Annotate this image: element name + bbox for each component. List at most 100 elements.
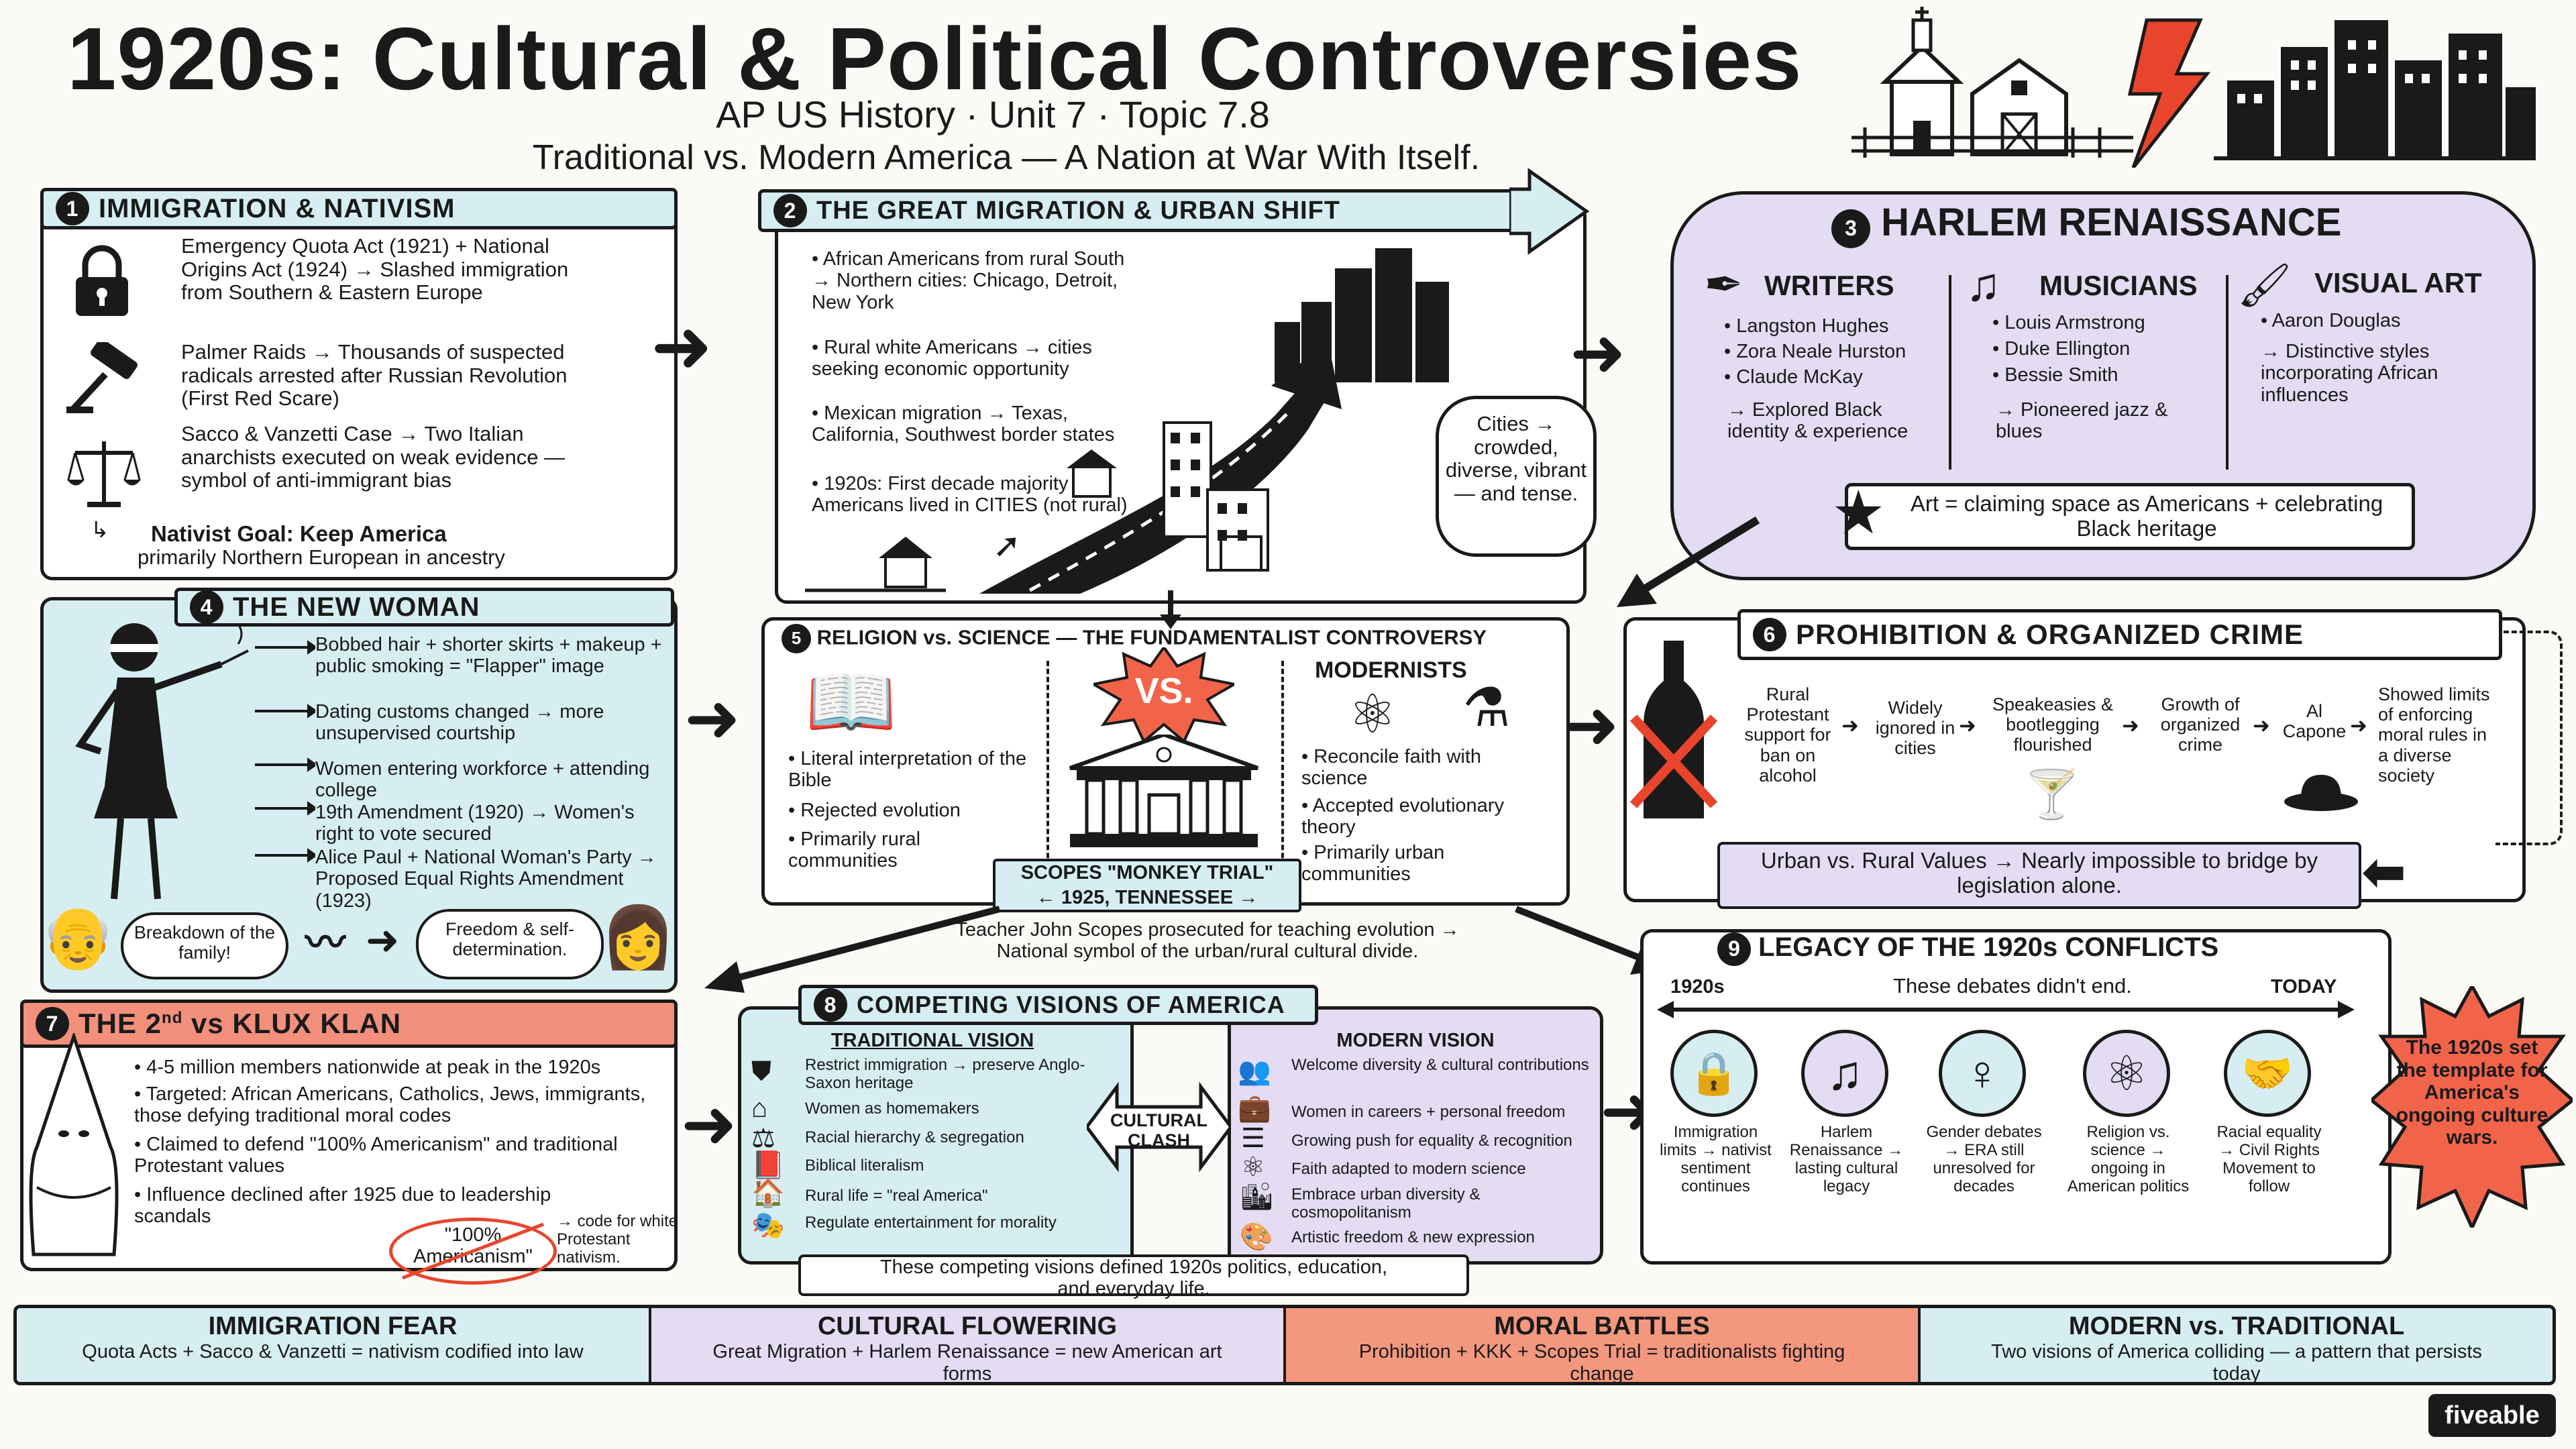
modernist-bullet-3: Primarily urban communities xyxy=(1301,842,1543,885)
segregation-icon: ⚖ xyxy=(751,1124,775,1153)
writer-2: Zora Neale Hurston xyxy=(1724,341,1979,362)
modernist-bullet-1: Reconcile faith with science xyxy=(1301,746,1543,790)
scopes-trial-line-1: SCOPES "MONKEY TRIAL" xyxy=(1020,862,1274,883)
fiveable-logo[interactable]: fiveable xyxy=(2428,1394,2556,1437)
equals-icon: ☰ xyxy=(1241,1124,1265,1153)
urban-rural-banner-text: Urban vs. Rural Values → Nearly impossib… xyxy=(1760,848,2318,898)
timeline-start-label: 1920s xyxy=(1670,976,1725,998)
courthouse-icon xyxy=(1069,735,1259,847)
old-man-face-icon: 👴 xyxy=(40,904,116,971)
legacy-item-4: Religion vs. science → ongoing in Americ… xyxy=(2067,1123,2190,1195)
takeaway-title: MORAL BATTLES xyxy=(1494,1312,1710,1340)
new-woman-item-4: 19th Amendment (1920) → Women's right to… xyxy=(315,802,635,845)
competing-visions-footer-text: These competing visions defined 1920s po… xyxy=(879,1256,1388,1300)
vs-burst xyxy=(1093,647,1234,741)
music-note-icon: ♫ xyxy=(1801,1030,1888,1117)
page-subtitle: AP US History · Unit 7 · Topic 7.8 xyxy=(716,93,1270,136)
prohibition-step-4: Growth of organized crime xyxy=(2160,694,2241,755)
briefcase-icon: 💼 xyxy=(1238,1093,1271,1123)
legacy-title: 9 LEGACY OF THE 1920s CONFLICTS xyxy=(1717,932,2388,966)
farmhouse-icon: 🏠 xyxy=(751,1179,785,1208)
prohibition-step-5: Al Capone xyxy=(2282,701,2347,742)
flask-icon: ⚗ xyxy=(1462,678,1511,737)
fundamentalist-bullet-2: Rejected evolution xyxy=(788,800,1030,821)
mod-item-4: Faith adapted to modern science xyxy=(1291,1160,1526,1178)
trad-item-6: Regulate entertainment for morality xyxy=(805,1214,1057,1232)
curved-arrow-icon: ↳ xyxy=(91,517,109,542)
arrow-to-banner: ⬅ xyxy=(2361,842,2407,902)
harlem-divider-1 xyxy=(1949,275,1951,470)
takeaway-modern-vs-traditional: MODERN vs. TRADITIONAL Two visions of Am… xyxy=(1921,1308,2553,1382)
arrow-1-to-2: ➜ xyxy=(651,305,713,388)
takeaway-text: Prohibition + KKK + Scopes Trial = tradi… xyxy=(1358,1341,1845,1385)
modern-vision-title: MODERN VISION xyxy=(1336,1030,1495,1051)
theater-masks-icon: 🎭 xyxy=(751,1211,785,1240)
trad-item-4: Biblical literalism xyxy=(805,1157,924,1175)
page-title: 1920s: Cultural & Political Controversie… xyxy=(67,9,1803,108)
quota-acts-text: Emergency Quota Act (1921) + National Or… xyxy=(181,234,569,305)
prohibition-step-2: Widely ignored in cities xyxy=(1875,698,1955,759)
nativist-goal-label: Nativist Goal: Keep America xyxy=(151,521,447,546)
new-woman-pointer-arrows xyxy=(255,640,315,863)
musicians-title: MUSICIANS xyxy=(2039,270,2198,301)
traditional-vision-title: TRADITIONAL VISION xyxy=(830,1030,1034,1051)
atom-icon: ⚛ xyxy=(2083,1030,2170,1117)
handshake-icon: 🤝 xyxy=(2224,1030,2311,1117)
modern-vision-panel xyxy=(1228,1006,1603,1265)
competing-visions-footer xyxy=(798,1254,1469,1296)
prohibition-dashed-border xyxy=(2496,631,2563,845)
religion-divider-left xyxy=(1046,661,1049,882)
new-woman-item-3: Women entering workforce + attending col… xyxy=(315,758,650,802)
crossed-bottle-icon xyxy=(1630,641,1717,818)
cities-thought-bubble xyxy=(1436,396,1597,557)
cultural-clash-label: CULTURAL CLASH xyxy=(1110,1110,1208,1151)
legacy-item-5: Racial equality → Civil Rights Movement … xyxy=(2216,1123,2322,1195)
people-icon: 👥 xyxy=(1238,1057,1271,1086)
stamp-strike xyxy=(402,1222,544,1280)
lock-icon: 🔒 xyxy=(1670,1030,1758,1117)
house-icon: ⌂ xyxy=(751,1093,768,1123)
musician-2: Duke Ellington xyxy=(1992,338,2234,360)
takeaway-cultural-flowering: CULTURAL FLOWERING Great Migration + Har… xyxy=(651,1308,1286,1382)
book-icon: 📕 xyxy=(751,1150,785,1180)
scopes-trial-line-2: ← 1925, TENNESSEE → xyxy=(1036,887,1258,908)
step-arrow-2: ➜ xyxy=(1959,714,1976,737)
musician-3: Bessie Smith xyxy=(1992,364,2234,386)
timeline-arrow xyxy=(1657,1001,2355,1018)
kkk-header: 7 THE 2nd vs KLUX KLAN xyxy=(20,1000,678,1048)
kkk-bullet-1: 4-5 million members nationwide at peak i… xyxy=(134,1057,671,1078)
takeaway-immigration-fear: IMMIGRATION FEAR Quota Acts + Sacco & Va… xyxy=(17,1308,651,1382)
trad-item-3: Racial hierarchy & segregation xyxy=(805,1128,1024,1146)
visual-art-title: VISUAL ART xyxy=(2314,267,2482,299)
musicians-note: → Pioneered jazz & blues xyxy=(1996,399,2168,443)
svg-text:➚: ➚ xyxy=(993,527,1021,564)
arrow-right-icon: ➜ xyxy=(366,918,400,963)
wavy-arrow-icon: 〰 xyxy=(305,920,345,965)
takeaway-moral-battles: MORAL BATTLES Prohibition + KKK + Scopes… xyxy=(1286,1308,1921,1382)
timeline-end-label: TODAY xyxy=(2271,976,2337,998)
harlem-banner-text: Art = claiming space as Americans + cele… xyxy=(1910,491,2383,541)
page-tagline: Traditional vs. Modern America — A Natio… xyxy=(532,138,1481,177)
scopes-caption: Teacher John Scopes prosecuted for teach… xyxy=(955,919,1460,963)
takeaway-title: MODERN vs. TRADITIONAL xyxy=(2068,1312,2405,1340)
palmer-raids-text: Palmer Raids → Thousands of suspected ra… xyxy=(181,340,568,411)
scopes-trial-label xyxy=(993,859,1301,912)
arrow-4-to-5: ➜ xyxy=(684,681,741,756)
cocktail-glass-icon: 🍸 xyxy=(2023,768,2082,820)
writers-note: → Explored Black identity & experience xyxy=(1727,399,1909,443)
city-skyline-icon xyxy=(2227,20,2536,158)
church-icon xyxy=(1880,7,1964,156)
mod-item-2: Women in careers + personal freedom xyxy=(1291,1103,1566,1121)
legacy-item-3: Gender debates → ERA still unresolved fo… xyxy=(1926,1123,2042,1195)
harlem-banner xyxy=(1845,483,2415,550)
step-arrow-4: ➜ xyxy=(2253,714,2270,737)
lock-icon xyxy=(76,245,128,316)
nativist-goal-text: primarily Northern European in ancestry xyxy=(138,545,505,569)
migration-bullet-3: Mexican migration → Texas, California, S… xyxy=(812,402,1161,446)
prohibition-step-3: Speakeasies & bootlegging flourished xyxy=(1992,694,2114,755)
artist-1: Aaron Douglas xyxy=(2261,310,2489,331)
sacco-vanzetti-text: Sacco & Vanzetti Case → Two Italian anar… xyxy=(181,422,566,492)
